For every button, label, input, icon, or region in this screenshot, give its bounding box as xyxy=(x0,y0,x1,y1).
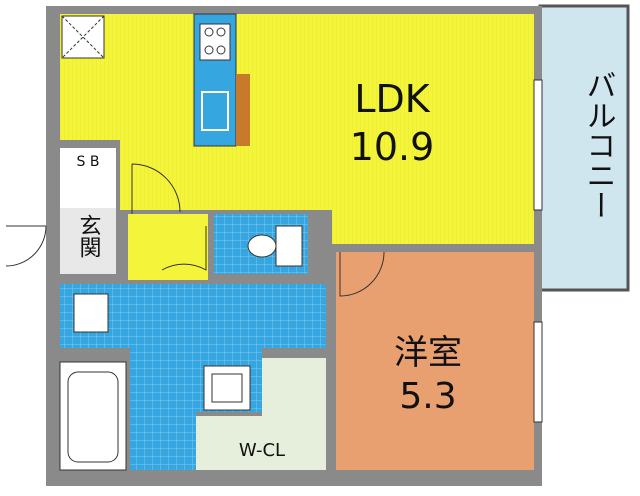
storage-label: S B xyxy=(77,154,100,170)
vent-icon xyxy=(61,15,105,59)
ldk-label: LDK xyxy=(354,77,430,121)
sink-icon xyxy=(201,91,229,131)
bathtub-inner xyxy=(67,371,119,463)
toilet-door xyxy=(161,226,207,271)
closet-label: W-CL xyxy=(239,440,285,461)
kitchen-back xyxy=(236,74,250,146)
balcony xyxy=(538,4,630,292)
toilet-icon xyxy=(247,225,303,267)
balcony-label: バルコニー xyxy=(581,70,616,220)
washroom xyxy=(60,284,326,470)
western-window xyxy=(533,321,543,423)
ldk-door xyxy=(131,163,181,214)
stove-icon xyxy=(199,23,231,61)
western-room xyxy=(336,252,534,470)
western-label: 洋室 xyxy=(394,333,462,373)
storage xyxy=(60,148,116,208)
entrance-label: 玄関 xyxy=(76,214,101,258)
washing-machine-icon xyxy=(203,365,251,411)
entrance-door xyxy=(5,225,47,267)
western-door xyxy=(339,251,385,297)
entrance xyxy=(60,208,116,274)
western-size: 5.3 xyxy=(399,376,456,417)
walk-in-closet xyxy=(196,358,326,470)
ldk-room xyxy=(60,14,534,244)
ldk-size: 10.9 xyxy=(350,125,435,169)
hallway xyxy=(128,214,208,280)
washbasin xyxy=(73,293,109,333)
ldk-window xyxy=(533,79,543,211)
